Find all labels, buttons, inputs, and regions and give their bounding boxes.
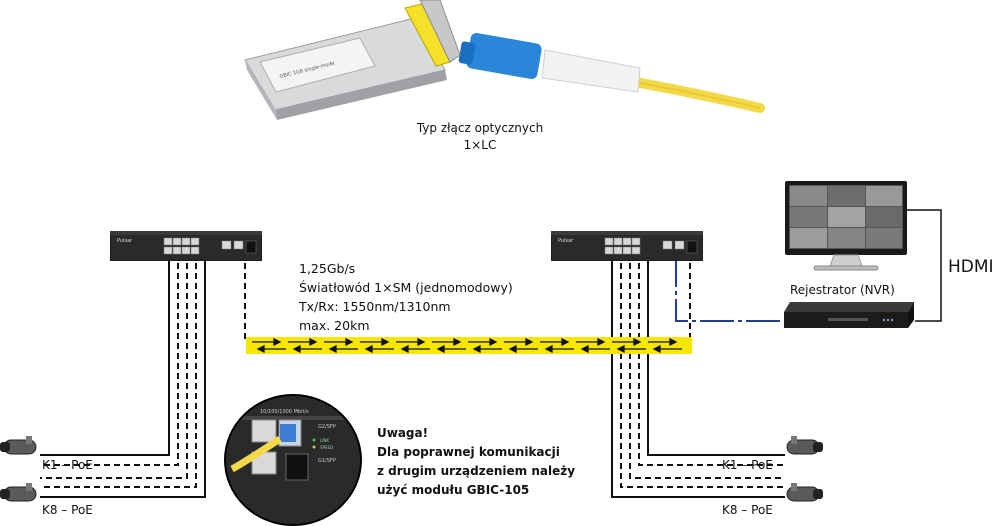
arrow-backward-head — [508, 344, 517, 354]
left-switch: Pulsar — [110, 231, 262, 261]
arrow-forward-head — [273, 337, 282, 347]
nvr-recorder — [784, 302, 914, 328]
inset-speed-text: SPEED — [320, 445, 333, 450]
arrow-forward-head — [561, 337, 570, 347]
arrow-backward-head — [292, 344, 301, 354]
connector-caption: Typ złącz optycznych 1×LC — [380, 120, 580, 154]
arrow-backward-head — [544, 344, 553, 354]
arrow-forward-head — [669, 337, 678, 347]
arrow-forward-head — [525, 337, 534, 347]
fiber-band — [246, 337, 692, 354]
sfp-module-illustration: GBIC 1G8 single-mode — [244, 0, 765, 120]
arrow-forward-head — [309, 337, 318, 347]
arrow-forward-head — [489, 337, 498, 347]
camera-label-right-k1: K1 – PoE — [722, 458, 773, 472]
svg-text:Pulsar: Pulsar — [117, 238, 133, 244]
arrow-backward-head — [580, 344, 589, 354]
warning-note: Uwaga! Dla poprawnej komunikacji z drugi… — [377, 424, 677, 500]
monitor-camera-grid — [790, 186, 902, 248]
arrow-backward-head — [472, 344, 481, 354]
arrow-backward-head — [364, 344, 373, 354]
arrow-backward-head — [256, 344, 265, 354]
camera-label-left-k1: K1 – PoE — [42, 458, 93, 472]
max-distance: max. 20km — [299, 318, 370, 333]
fiber-direction-arrows — [252, 337, 682, 354]
svg-text:Pulsar: Pulsar — [558, 238, 574, 244]
left-poe-wiring — [40, 253, 246, 498]
camera-right-top-icon — [786, 436, 823, 455]
arrow-backward-head — [652, 344, 661, 354]
warning-line-1: Dla poprawnej komunikacji — [377, 445, 560, 459]
right-poe-wiring — [611, 253, 785, 498]
wavelengths: Tx/Rx: 1550nm/1310nm — [299, 299, 451, 314]
nvr-uplink-cable — [675, 253, 785, 322]
hdmi-label: HDMI — [948, 257, 994, 277]
arrow-backward-head — [616, 344, 625, 354]
hdmi-cable — [907, 209, 942, 322]
arrow-forward-head — [345, 337, 354, 347]
camera-left-bottom-icon — [0, 483, 37, 502]
link-specification: 1,25Gb/s Światłowód 1×SM (jednomodowy) T… — [299, 259, 599, 335]
warning-line-3: użyć modułu GBIC-105 — [377, 483, 530, 497]
arrow-backward-head — [400, 344, 409, 354]
connector-count-label: 1×LC — [463, 138, 497, 152]
camera-label-left-k8: K8 – PoE — [42, 503, 93, 517]
camera-label-right-k8: K8 – PoE — [722, 503, 773, 517]
arrow-forward-head — [597, 337, 606, 347]
inset-header-text: 10/100/1000 Mbit/s — [260, 409, 309, 415]
arrow-forward-head — [417, 337, 426, 347]
sfp-port-closeup: 10/100/1000 Mbit/s G2/SFP G1/SFP LINK SP… — [224, 394, 362, 526]
arrow-forward-head — [453, 337, 462, 347]
inset-port-g1sfp: G1/SFP — [318, 458, 336, 464]
nvr-label: Rejestrator (NVR) — [790, 283, 895, 297]
link-speed: 1,25Gb/s — [299, 261, 356, 276]
camera-left-top-icon — [0, 436, 37, 455]
fiber-type: Światłowód 1×SM (jednomodowy) — [299, 280, 513, 295]
connector-type-label: Typ złącz optycznych — [416, 121, 544, 135]
arrow-forward-head — [633, 337, 642, 347]
arrow-backward-head — [436, 344, 445, 354]
right-switch: Pulsar — [551, 231, 703, 261]
inset-link-text: LINK — [320, 438, 329, 443]
inset-port-g2sfp: G2/SFP — [318, 424, 336, 430]
arrow-forward-head — [381, 337, 390, 347]
camera-right-bottom-icon — [786, 483, 823, 502]
monitor — [785, 181, 907, 271]
warning-line-2: z drugim urządzeniem należy — [377, 464, 576, 478]
arrow-backward-head — [328, 344, 337, 354]
warning-title: Uwaga! — [377, 426, 429, 440]
